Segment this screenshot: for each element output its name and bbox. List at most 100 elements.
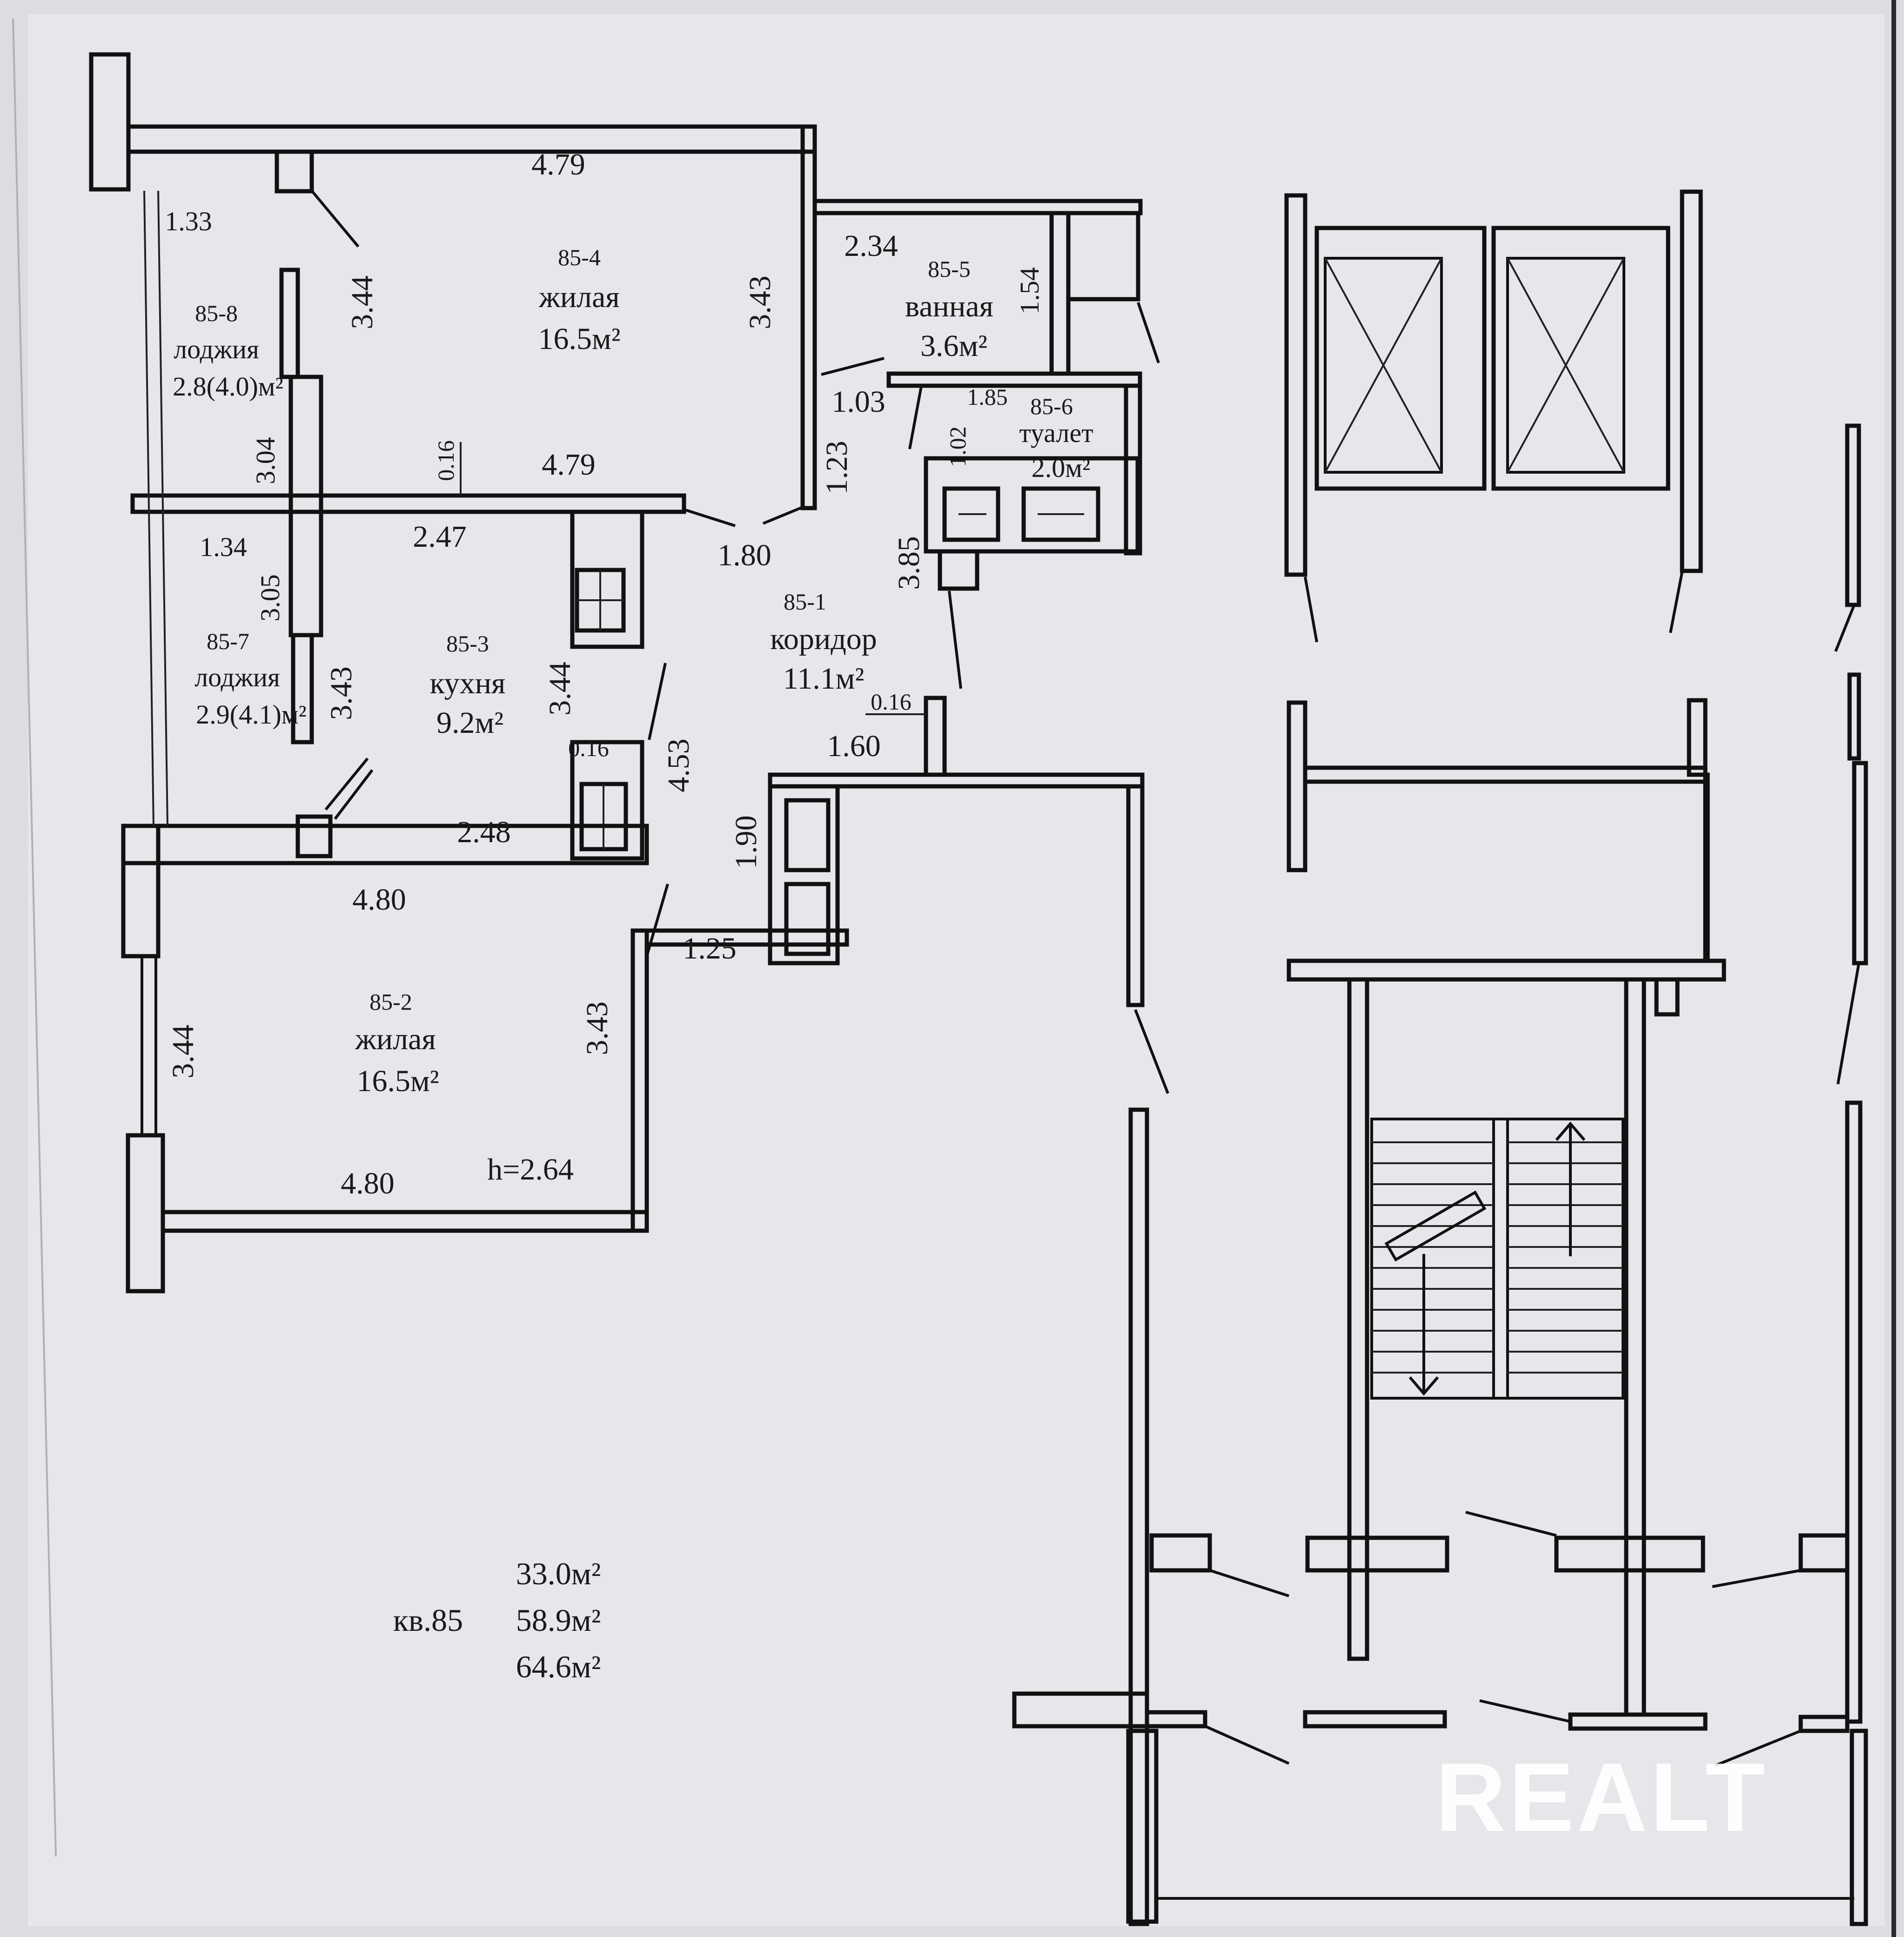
wall-stair-left	[1347, 977, 1369, 1661]
sheet-fold-line	[12, 18, 57, 1857]
total-area-with-loggias: 64.6м²	[516, 1649, 601, 1684]
wall-pier-loggia-bottom	[295, 814, 333, 858]
wall-vestibule-right	[1845, 1100, 1863, 1724]
area-totals: 33.0м² кв.85 58.9м² 64.6м²	[393, 1556, 601, 1684]
dim-234: 2.34	[844, 229, 898, 263]
wall-vestibule-bottom-right	[1850, 1729, 1868, 1926]
door-swing-vest-5	[1479, 1699, 1571, 1723]
walls-apartment	[89, 52, 1169, 1294]
dim-134: 1.34	[200, 532, 247, 562]
door-swing-bathroom	[821, 357, 885, 376]
wall-corridor-top	[768, 772, 1145, 789]
room-85-1-area: 11.1м²	[783, 662, 865, 696]
pier-vestibule-1	[1149, 1533, 1212, 1573]
wall-top-toilet	[886, 371, 1142, 388]
apartment-number: кв.85	[393, 1602, 463, 1638]
room-85-6-area: 2.0м²	[1032, 453, 1091, 483]
dim-103: 1.03	[831, 385, 885, 419]
dim-343-c: 3.43	[580, 1001, 614, 1055]
wall-elevator-right	[1680, 189, 1703, 573]
dim-304: 3.04	[250, 437, 281, 484]
dim-154: 1.54	[1014, 267, 1045, 315]
wall-bottom-room-85-2	[161, 1210, 649, 1233]
dim-385: 3.85	[892, 536, 926, 590]
room-85-5-type: ванная	[905, 289, 993, 323]
dim-344-a: 3.44	[345, 275, 379, 329]
wall-hall-left	[1287, 700, 1307, 872]
door-swing-balcony-top	[310, 190, 360, 248]
dim-016-c: 0.16	[871, 689, 912, 715]
dim-343-a: 3.43	[743, 275, 777, 329]
wall-stair-top	[1287, 958, 1726, 982]
dim-344-c: 3.44	[166, 1025, 200, 1079]
elevator-shaft-1	[1314, 226, 1487, 491]
room-85-7-area: 2.9(4.1)м²	[196, 699, 307, 730]
room-85-3-id: 85-3	[446, 630, 489, 657]
dimension-labels: 4.79 1.33 3.44 3.43 2.34 1.54 1.03 1.85 …	[165, 147, 1045, 1200]
fixture-toilet-left	[942, 486, 1000, 542]
dim-480-b: 4.80	[341, 1166, 395, 1200]
dim-top-479: 4.79	[531, 147, 585, 181]
dim-344-b: 3.44	[543, 662, 577, 716]
dim-125: 1.25	[683, 932, 737, 965]
wall-hall-right	[1687, 698, 1708, 777]
wall-corridor-closet	[768, 784, 840, 965]
shaft-small	[938, 549, 979, 591]
room-85-6-type: туалет	[1019, 418, 1093, 448]
dim-016-b: 0.16	[568, 735, 609, 761]
stair-landing-bar	[1384, 1190, 1487, 1262]
room-85-8-area: 2.8(4.0)м²	[173, 371, 283, 402]
facade-swing-1	[1834, 604, 1856, 652]
elevator-shaft-2	[1491, 226, 1670, 491]
total-area: 58.9м²	[516, 1602, 601, 1638]
room-85-8-id: 85-8	[195, 300, 238, 326]
room-labels: 85-4 жилая 16.5м² 85-5 ванная 3.6м² 85-6…	[173, 244, 1093, 1098]
door-swing-balcony-bottom-b	[334, 769, 374, 820]
fixture-toilet-right	[1021, 486, 1100, 542]
room-85-7-type: лоджия	[194, 662, 280, 692]
wall-vestibule-bottom-left	[1126, 1729, 1159, 1924]
dim-190: 1.90	[729, 815, 763, 869]
room-85-3-area: 9.2м²	[436, 706, 503, 740]
room-85-2-area: 16.5м²	[356, 1064, 439, 1098]
dim-185: 1.85	[967, 384, 1008, 410]
door-swing-entry	[1134, 1009, 1169, 1094]
room-85-7-id: 85-7	[207, 628, 249, 654]
stair-treads	[1372, 1141, 1623, 1374]
dim-248: 2.48	[457, 815, 511, 849]
facade-right-2	[1847, 672, 1861, 761]
dim-160: 1.60	[827, 729, 881, 763]
kitchen-column-top	[570, 509, 644, 649]
pier-vestibule-4	[1798, 1533, 1850, 1573]
dim-480-a: 4.80	[352, 883, 406, 917]
wall-between-85-4-85-3	[130, 493, 686, 514]
wall-bottom-toilet	[924, 456, 1140, 554]
dim-247: 2.47	[413, 520, 467, 554]
room-85-6-id: 85-6	[1030, 393, 1073, 419]
room-85-2-type: жилая	[355, 1022, 436, 1056]
door-swing-vest-3	[1712, 1569, 1801, 1588]
ceiling-height: h=2.64	[487, 1153, 574, 1186]
dim-305: 3.05	[255, 574, 285, 622]
wall-outer-left-thin	[143, 190, 154, 826]
realt-watermark: REALT	[1435, 1743, 1768, 1852]
dim-102: 1.02	[945, 426, 971, 467]
room-85-4-area: 16.5м²	[538, 322, 620, 356]
door-swing-shaft	[1137, 302, 1160, 363]
walls-stair-core	[1012, 189, 1868, 1926]
shaft-bathroom	[1066, 211, 1140, 302]
facade-right-3	[1852, 761, 1868, 965]
wall-hall-right-2	[1703, 772, 1710, 963]
door-swing-toilet	[908, 386, 923, 449]
room-85-5-id: 85-5	[928, 256, 971, 282]
door-swing-kitchen	[648, 663, 667, 740]
room-85-4-type: жилая	[538, 280, 620, 314]
wall-elevator-left	[1284, 193, 1307, 577]
elevator-car-2	[1506, 257, 1625, 474]
dim-mid-479: 4.79	[542, 448, 596, 482]
stair-flight-frame	[1370, 1118, 1624, 1400]
elevator-2-cross-b	[1507, 258, 1625, 473]
room-85-1-id: 85-1	[784, 589, 826, 615]
room-85-2-id: 85-2	[369, 989, 412, 1015]
